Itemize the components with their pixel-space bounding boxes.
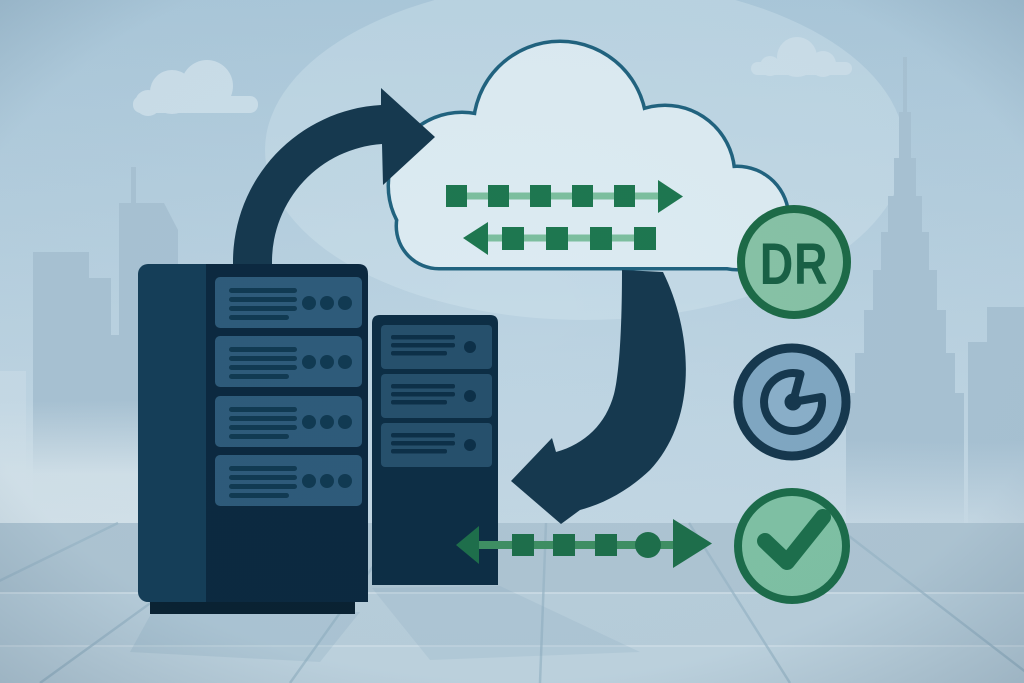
server-unit bbox=[381, 423, 492, 467]
spire-tier bbox=[894, 158, 916, 198]
spire-tier bbox=[864, 310, 946, 355]
check-badge bbox=[734, 488, 850, 604]
spire-tier bbox=[899, 112, 911, 160]
spire-tier bbox=[888, 196, 922, 234]
spire-tier bbox=[873, 270, 937, 312]
server-unit bbox=[381, 374, 492, 418]
server-unit bbox=[215, 277, 362, 328]
server-unit bbox=[215, 336, 362, 387]
dr-badge: DR bbox=[737, 205, 851, 319]
dr-badge-label: DR bbox=[760, 232, 829, 297]
server-unit bbox=[381, 325, 492, 369]
spire-needle bbox=[903, 57, 907, 115]
server-unit bbox=[215, 396, 362, 447]
timer-badge bbox=[733, 343, 851, 461]
skyline-fade-right bbox=[820, 440, 1024, 523]
server-rack-primary bbox=[138, 264, 368, 614]
antenna bbox=[131, 167, 136, 205]
spire-tier bbox=[855, 353, 955, 395]
sync-dot bbox=[635, 532, 661, 558]
rack-plinth bbox=[150, 600, 355, 614]
skyline-fade-left bbox=[0, 400, 152, 523]
spire-tier bbox=[881, 232, 929, 272]
server-unit bbox=[215, 455, 362, 506]
